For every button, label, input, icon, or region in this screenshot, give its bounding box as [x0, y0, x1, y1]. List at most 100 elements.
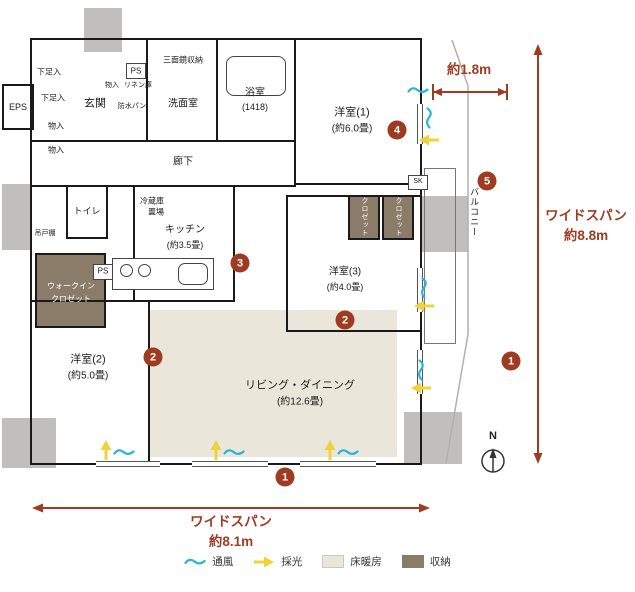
- room-label-shoe-storage: 下足入: [41, 93, 65, 103]
- room-label-bedroom3-size: (約4.0畳): [326, 281, 364, 292]
- wall: [216, 38, 218, 140]
- daylight-arrow-icon: [418, 134, 440, 146]
- room-label-storage: 物入: [48, 121, 64, 131]
- vent-wave-icon: [424, 107, 435, 129]
- dimension-label-right-line1: ワイドスパン: [545, 208, 627, 223]
- room-label-fridge: 冷蔵庫: [140, 196, 164, 206]
- dimension-arrow-bottom: [32, 503, 430, 513]
- room-label-kitchen-size: (約3.5畳): [166, 239, 204, 250]
- marker-1: 1: [275, 467, 295, 487]
- dimension-label-bottom-line1: ワイドスパン: [190, 514, 272, 529]
- pillar: [404, 412, 462, 464]
- floor-heating-area: [150, 310, 397, 457]
- kitchen-sink: [178, 263, 208, 285]
- room-label-corridor: 廊下: [173, 156, 193, 168]
- slop-sink-box: [408, 175, 428, 190]
- wall: [294, 38, 296, 183]
- daylight-arrow-icon: [100, 439, 112, 461]
- dimension-label-right: ワイドスパン 約8.8m: [540, 206, 632, 247]
- vent-wave-icon: [407, 85, 429, 96]
- room-label-waterproof-pan: 防水パン: [117, 102, 147, 110]
- room-label-closet2: クロゼット: [395, 197, 403, 237]
- room-label-toilet: トイレ: [73, 205, 101, 216]
- daylight-arrow-icon: [324, 439, 336, 461]
- legend-label-vent: 通風: [212, 556, 234, 568]
- room-label-bathroom-size: (1418): [241, 101, 269, 112]
- stove-burner: [120, 264, 133, 277]
- room-label-closet1: クロゼット: [361, 197, 369, 237]
- bathtub: [226, 56, 286, 96]
- room-label-bedroom2: 洋室(2): [70, 353, 106, 366]
- room-label-fridge-2: 置場: [148, 207, 164, 217]
- room-label-kitchen: キッチン: [165, 224, 205, 236]
- balcony-area: [424, 168, 456, 344]
- room-label-storage: 物入: [48, 145, 64, 155]
- wall: [30, 185, 296, 187]
- marker-4: 4: [387, 120, 407, 140]
- wall: [146, 38, 148, 140]
- window: [417, 104, 423, 144]
- pillar: [2, 184, 32, 250]
- dimension-label-bottom: ワイドスパン 約8.1m: [131, 512, 331, 553]
- vent-wave-icon: [184, 556, 206, 567]
- legend-label-daylight: 採光: [281, 556, 303, 568]
- room-label-mirror-cabinet: 三面鏡収納: [163, 55, 203, 65]
- wall: [133, 300, 235, 302]
- storage-swatch: [401, 555, 424, 568]
- wall: [286, 330, 422, 332]
- pipe-space-box: [93, 264, 113, 280]
- pillar: [84, 8, 122, 52]
- vent-wave-icon: [223, 447, 245, 458]
- room-label-bedroom1: 洋室(1): [334, 106, 370, 119]
- marker-2: 2: [143, 347, 163, 367]
- legend-item-floor-heating: 床暖房: [322, 554, 382, 569]
- wall: [133, 185, 135, 302]
- room-label-entrance: 玄関: [84, 97, 106, 110]
- wall: [30, 140, 296, 142]
- vent-wave-icon: [419, 277, 430, 299]
- compass: N: [481, 430, 505, 473]
- vent-wave-icon: [113, 447, 135, 458]
- dimension-arrow-right: [533, 44, 543, 464]
- legend-label-floor-heating: 床暖房: [350, 556, 382, 568]
- stove-burner: [138, 264, 151, 277]
- room-label-living-dining-size: (約12.6畳): [276, 396, 324, 408]
- room-label-bedroom2-size: (約5.0畳): [67, 370, 109, 382]
- room-label-bedroom1-size: (約6.0畳): [331, 123, 373, 135]
- marker-3: 3: [230, 253, 250, 273]
- room-label-pipe-space: PS: [130, 66, 142, 76]
- room-label-linen: リネン庫: [124, 81, 152, 89]
- legend: 通風 採光 床暖房 収納: [0, 554, 635, 569]
- marker-5: 5: [477, 171, 497, 191]
- marker-1: 1: [501, 351, 521, 371]
- dimension-label-bottom-line2: 約8.1m: [208, 534, 254, 550]
- wall: [233, 185, 235, 302]
- room-label-balcony: バルコニー: [469, 187, 480, 237]
- dimension-label-top: 約1.8m: [446, 62, 492, 77]
- room-label-shoe-storage: 下足入: [37, 67, 61, 77]
- vent-wave-icon: [337, 447, 359, 458]
- room-label-hanging-cupboard: 吊戸棚: [34, 229, 56, 237]
- wall: [286, 195, 288, 332]
- pillar: [420, 196, 468, 252]
- room-label-wic: ウォークイン: [47, 281, 95, 291]
- room-label-bathroom: 浴室: [245, 87, 265, 99]
- room-label-bedroom3: 洋室(3): [328, 266, 362, 278]
- daylight-arrow-icon: [253, 556, 275, 568]
- dimension-label-right-line2: 約8.8m: [563, 228, 609, 244]
- wall: [286, 195, 422, 197]
- vent-wave-icon: [416, 359, 427, 381]
- room-label-wic-2: クロゼット: [51, 294, 91, 304]
- marker-2: 2: [335, 310, 355, 330]
- pipe-space-box: [126, 63, 146, 79]
- window: [96, 461, 160, 467]
- room-label-storage: 物入: [105, 81, 119, 89]
- compass-north-label: N: [489, 430, 497, 442]
- eps-shaft: [2, 84, 34, 130]
- wall: [148, 300, 150, 465]
- legend-item-storage: 収納: [401, 554, 451, 569]
- room-label-living-dining: リビング・ダイニング: [245, 379, 355, 392]
- daylight-arrow-icon: [410, 382, 432, 394]
